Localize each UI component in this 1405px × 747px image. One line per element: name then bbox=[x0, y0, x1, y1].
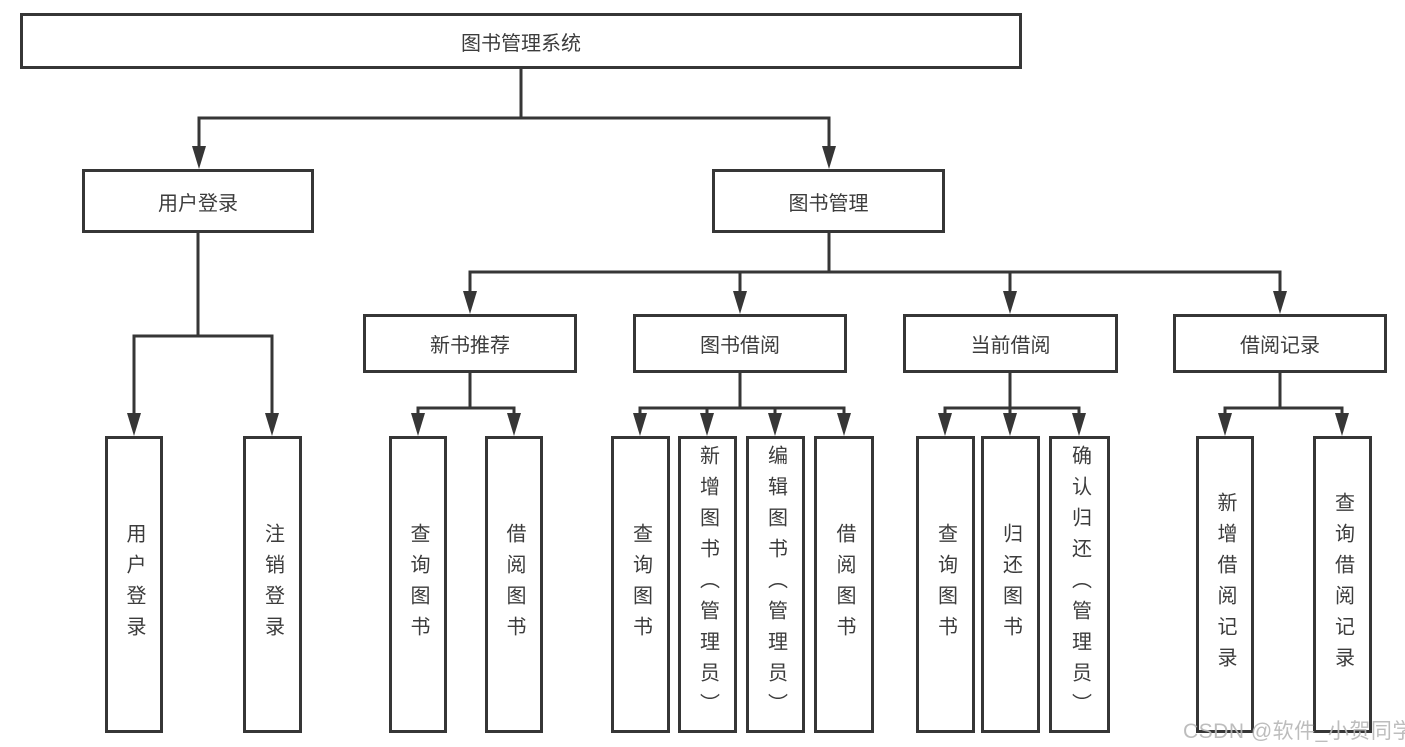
node-add-book-admin: 新增图书（管理员） bbox=[678, 436, 737, 733]
node-label: 查询借阅记录 bbox=[1331, 491, 1354, 678]
node-root: 图书管理系统 bbox=[20, 13, 1022, 69]
node-label: 确认归还（管理员） bbox=[1068, 445, 1091, 724]
watermark: CSDN @软件_小贺同学 bbox=[1183, 720, 1405, 743]
node-query-books-borrow: 查询图书 bbox=[611, 436, 670, 733]
node-confirm-return-admin: 确认归还（管理员） bbox=[1049, 436, 1110, 733]
node-label: 用户登录 bbox=[158, 192, 238, 215]
node-label: 新增图书（管理员） bbox=[696, 445, 719, 724]
node-borrow-records: 借阅记录 bbox=[1173, 314, 1387, 373]
node-label: 查询图书 bbox=[407, 522, 429, 647]
node-edit-book-admin: 编辑图书（管理员） bbox=[746, 436, 805, 733]
node-label: 查询图书 bbox=[934, 522, 957, 647]
node-label: 当前借阅 bbox=[970, 335, 1051, 357]
node-label: 新书推荐 bbox=[430, 335, 510, 357]
node-borrow-books-recommend: 借阅图书 bbox=[485, 436, 543, 733]
arrowheads bbox=[127, 146, 1349, 436]
node-label: 注销登录 bbox=[261, 522, 284, 647]
node-new-book-recommend: 新书推荐 bbox=[363, 314, 577, 373]
node-user-login: 用户登录 bbox=[105, 436, 163, 733]
node-label: 借阅记录 bbox=[1240, 335, 1320, 357]
node-label: 图书管理 bbox=[788, 192, 869, 215]
node-label: 图书管理系统 bbox=[461, 32, 581, 55]
node-label: 新增借阅记录 bbox=[1214, 491, 1236, 678]
node-label: 借阅图书 bbox=[503, 522, 525, 647]
node-current-borrow: 当前借阅 bbox=[903, 314, 1118, 373]
node-label: 借阅图书 bbox=[833, 522, 855, 647]
node-borrow-books: 借阅图书 bbox=[814, 436, 874, 733]
node-book-management: 图书管理 bbox=[712, 169, 945, 233]
node-label: 归还图书 bbox=[999, 522, 1022, 647]
node-label: 图书借阅 bbox=[700, 335, 780, 357]
node-label: 编辑图书（管理员） bbox=[764, 445, 787, 724]
node-add-borrow-record: 新增借阅记录 bbox=[1196, 436, 1254, 733]
node-logout: 注销登录 bbox=[243, 436, 302, 733]
node-query-books-current: 查询图书 bbox=[916, 436, 975, 733]
node-book-borrow: 图书借阅 bbox=[633, 314, 847, 373]
node-query-borrow-record: 查询借阅记录 bbox=[1313, 436, 1372, 733]
node-return-book: 归还图书 bbox=[981, 436, 1040, 733]
node-query-books-recommend: 查询图书 bbox=[389, 436, 447, 733]
node-label: 查询图书 bbox=[629, 522, 652, 647]
node-label: 用户登录 bbox=[123, 522, 145, 647]
node-user-login-group: 用户登录 bbox=[82, 169, 314, 233]
